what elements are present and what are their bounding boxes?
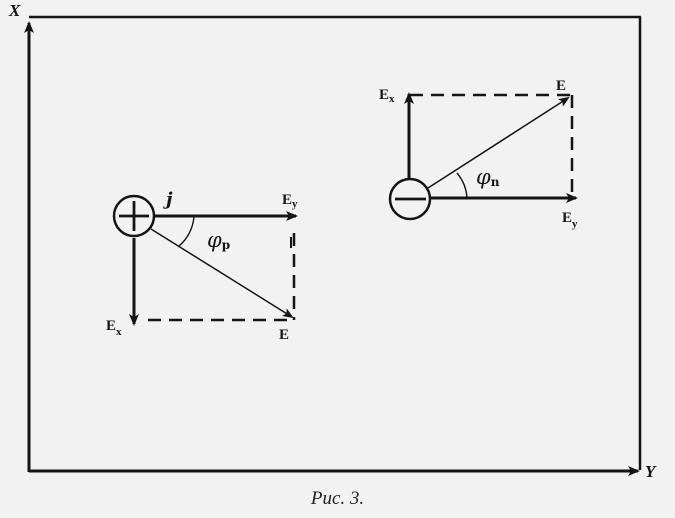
y-axis-label: Y <box>645 462 657 481</box>
positive-e-resultant-arrow <box>150 228 294 319</box>
negative-angle-arc <box>456 172 468 199</box>
negative-angle-label: φn <box>476 165 500 189</box>
negative-ey-label-sub: y <box>572 218 578 230</box>
negative-angle-label-main: φ <box>476 165 491 189</box>
positive-angle-arc <box>178 215 195 247</box>
plus-sign-icon <box>119 201 149 231</box>
negative-angle-label-sub: n <box>491 175 500 189</box>
positive-ex-label-sub: x <box>116 326 122 338</box>
negative-ex-label-main: E <box>379 87 389 103</box>
positive-e-label: E <box>279 327 289 343</box>
negative-ey-label: Ey <box>562 210 578 230</box>
x-axis-label: X <box>8 1 21 20</box>
positive-ey-label-sub: y <box>292 198 298 210</box>
frame <box>29 15 642 470</box>
positive-ey-label: Ey <box>282 192 298 210</box>
negative-charge-group: Ex E Ey φn <box>379 78 578 230</box>
positive-angle-label: φp <box>207 228 230 252</box>
positive-ex-label: Ex <box>106 318 122 338</box>
axes: X Y <box>8 1 657 481</box>
figure-caption: Рис. 3. <box>310 488 365 509</box>
current-density-label: j <box>163 189 173 210</box>
negative-ey-label-main: E <box>562 210 572 226</box>
positive-ey-label-main: E <box>282 192 292 208</box>
positive-angle-label-sub: p <box>222 238 230 252</box>
positive-ex-label-main: E <box>106 318 116 334</box>
negative-ex-label-sub: x <box>389 93 395 105</box>
negative-ex-label: Ex <box>379 87 395 105</box>
negative-e-label: E <box>556 78 566 94</box>
positive-angle-label-main: φ <box>207 228 222 252</box>
negative-e-resultant-arrow <box>427 96 570 189</box>
positive-charge-group: j Ey Ex E φp <box>106 189 298 343</box>
